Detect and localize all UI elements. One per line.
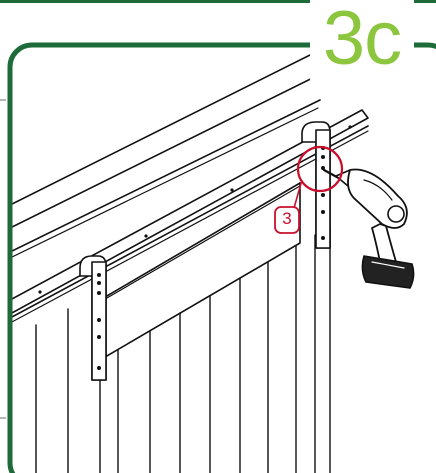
power-drill-icon xyxy=(335,168,415,289)
door-header-edge xyxy=(99,185,301,303)
wall-line xyxy=(10,99,321,253)
top-rule xyxy=(0,0,436,3)
callout-leader xyxy=(293,179,303,209)
step-frame xyxy=(7,42,436,473)
drawing-area xyxy=(10,45,415,473)
rail-edge xyxy=(10,130,369,324)
rail-holes xyxy=(38,125,352,294)
right-hanger-bracket xyxy=(301,121,331,249)
highlight-circle-icon xyxy=(296,145,344,193)
wall-line xyxy=(10,107,319,259)
callout-badge xyxy=(274,206,300,234)
left-hanger-bracket xyxy=(79,255,107,381)
step-number: 3c xyxy=(310,0,414,80)
wall-line xyxy=(10,51,366,229)
callout-number: 3 xyxy=(282,209,292,228)
wall-line xyxy=(10,45,331,206)
rail-edge xyxy=(10,125,369,319)
